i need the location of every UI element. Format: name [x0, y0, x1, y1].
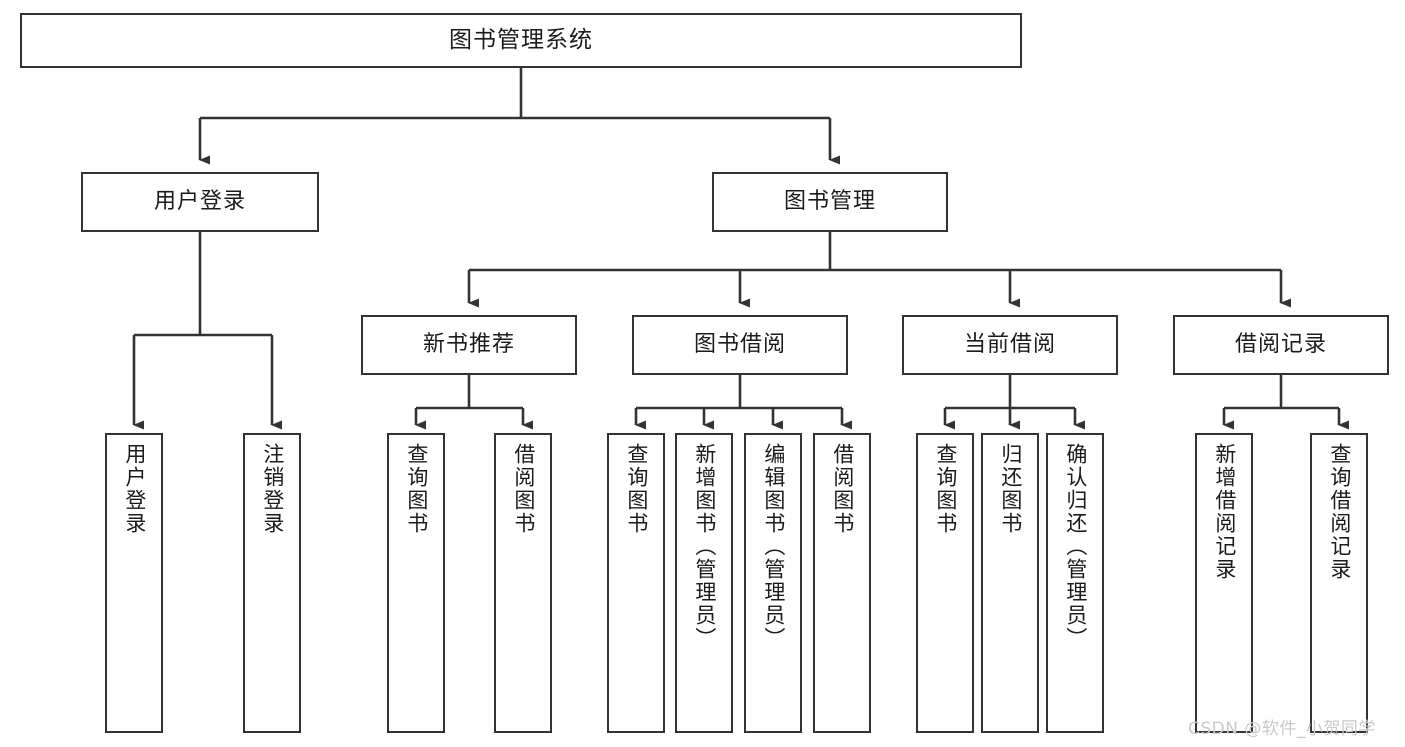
- node-label: 图书管理: [783, 188, 876, 214]
- node-label: 借阅图书: [511, 443, 536, 535]
- node-current-borrow[interactable]: 当前借阅: [902, 315, 1118, 375]
- node-label: 编辑图书（管理员）: [761, 443, 786, 650]
- node-leaf-query-book-2[interactable]: 查询图书: [607, 433, 665, 733]
- node-label: 图书借阅: [693, 331, 786, 357]
- node-leaf-user-login[interactable]: 用户登录: [105, 433, 163, 733]
- node-leaf-query-book-3[interactable]: 查询图书: [916, 433, 974, 733]
- node-borrow-record[interactable]: 借阅记录: [1173, 315, 1389, 375]
- node-label: 新增图书（管理员）: [692, 443, 717, 650]
- node-book-borrow[interactable]: 图书借阅: [632, 315, 848, 375]
- node-leaf-edit-book[interactable]: 编辑图书（管理员）: [744, 433, 802, 733]
- node-book-management[interactable]: 图书管理: [712, 172, 948, 232]
- node-leaf-logout-login[interactable]: 注销登录: [243, 433, 301, 733]
- node-root-system[interactable]: 图书管理系统: [20, 13, 1022, 68]
- node-label: 用户登录: [153, 188, 246, 214]
- node-leaf-borrow-book-2[interactable]: 借阅图书: [813, 433, 871, 733]
- csdn-watermark: CSDN @软件_小贺同学: [1188, 719, 1376, 739]
- node-leaf-add-record[interactable]: 新增借阅记录: [1195, 433, 1253, 733]
- node-label: 查询图书: [933, 443, 958, 535]
- node-label: 查询图书: [404, 443, 429, 535]
- node-label: 注销登录: [260, 443, 285, 535]
- node-leaf-confirm-return[interactable]: 确认归还（管理员）: [1046, 433, 1104, 733]
- node-new-book-recommend[interactable]: 新书推荐: [361, 315, 577, 375]
- node-label: 用户登录: [122, 443, 147, 535]
- node-label: 新增借阅记录: [1212, 443, 1237, 581]
- node-label: 图书管理系统: [449, 26, 593, 53]
- node-leaf-add-book[interactable]: 新增图书（管理员）: [675, 433, 733, 733]
- node-label: 归还图书: [998, 443, 1023, 535]
- node-label: 新书推荐: [422, 331, 515, 357]
- node-leaf-query-book-1[interactable]: 查询图书: [387, 433, 445, 733]
- node-leaf-borrow-book-1[interactable]: 借阅图书: [494, 433, 552, 733]
- node-label: 确认归还（管理员）: [1063, 443, 1088, 650]
- node-user-login[interactable]: 用户登录: [81, 172, 319, 232]
- node-leaf-query-record[interactable]: 查询借阅记录: [1310, 433, 1368, 733]
- node-leaf-return-book[interactable]: 归还图书: [981, 433, 1039, 733]
- node-label: 借阅图书: [830, 443, 855, 535]
- node-label: 当前借阅: [963, 331, 1056, 357]
- node-label: 借阅记录: [1234, 331, 1327, 357]
- node-label: 查询借阅记录: [1327, 443, 1352, 581]
- node-label: 查询图书: [624, 443, 649, 535]
